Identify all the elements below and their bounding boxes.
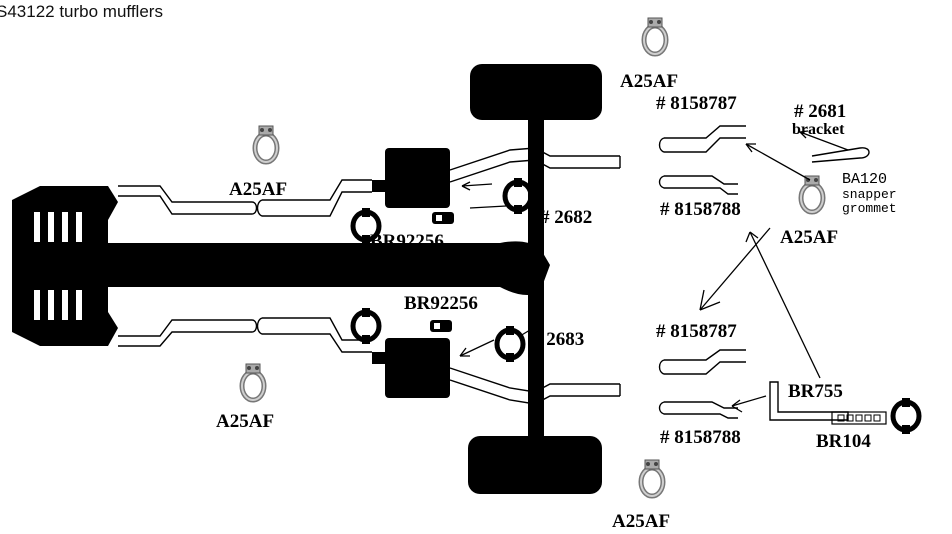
clamp-a25af-bottom-icon xyxy=(641,460,663,496)
label-ba120: BA120 xyxy=(842,171,888,188)
label-part-2682: # 2682 xyxy=(540,207,593,228)
label-part-8158788-lower: # 8158788 xyxy=(660,427,741,448)
engine-block xyxy=(12,186,118,346)
label-part-8158788-upper: # 8158788 xyxy=(660,199,741,220)
label-a25af-top: A25AF xyxy=(620,71,679,92)
label-br92256-lower: BR92256 xyxy=(404,293,478,314)
label-a25af-left-lower: A25AF xyxy=(216,411,275,432)
label-a25af-left-upper: A25AF xyxy=(229,179,288,200)
hanger-ring-br104 xyxy=(893,398,919,434)
engine-vents-lower xyxy=(34,290,82,320)
br104-slots xyxy=(837,414,881,422)
diagram-title: S43122 turbo mufflers xyxy=(0,2,163,21)
tire-bottom xyxy=(468,436,602,494)
label-part-2681: # 2681 xyxy=(794,101,847,122)
label-part-8158787-lower: # 8158787 xyxy=(656,321,737,342)
br92256-hanger-lower xyxy=(430,320,452,332)
clamp-a25af-left-upper-icon xyxy=(255,126,277,162)
label-part-8158787-upper: # 8158787 xyxy=(656,93,737,114)
label-ba120-desc2: grommet xyxy=(842,201,897,216)
hanger-ring-2682 xyxy=(505,178,531,214)
tire-top xyxy=(470,64,602,120)
pointer-arrows xyxy=(459,130,849,413)
muffler-lower xyxy=(385,338,450,398)
label-part-2681-desc: bracket xyxy=(792,121,845,138)
hanger-ring-lower-left xyxy=(353,308,379,344)
driveshaft xyxy=(90,241,550,296)
muffler-upper-inlet xyxy=(372,180,386,192)
label-br755: BR755 xyxy=(788,381,843,402)
label-part-2683: # 2683 xyxy=(532,329,585,350)
rear-axle-lower-beam xyxy=(528,296,544,446)
label-a25af-bottom: A25AF xyxy=(612,511,671,532)
muffler-lower-inlet xyxy=(372,352,386,364)
clamp-a25af-left-lower-icon xyxy=(242,364,264,400)
label-br92256-upper: BR92256 xyxy=(370,231,444,252)
pipes xyxy=(118,125,870,421)
hanger-ring-2683 xyxy=(497,326,523,362)
clamp-a25af-top-icon xyxy=(644,18,666,54)
label-br104: BR104 xyxy=(816,431,871,452)
muffler-upper xyxy=(385,148,450,208)
clamp-a25af-right-icon xyxy=(801,176,823,212)
label-a25af-right: A25AF xyxy=(780,227,839,248)
label-ba120-desc1: snapper xyxy=(842,187,897,202)
br92256-hanger-upper xyxy=(432,212,454,224)
br104-grommet xyxy=(831,411,887,425)
engine-vents-upper xyxy=(34,212,82,242)
